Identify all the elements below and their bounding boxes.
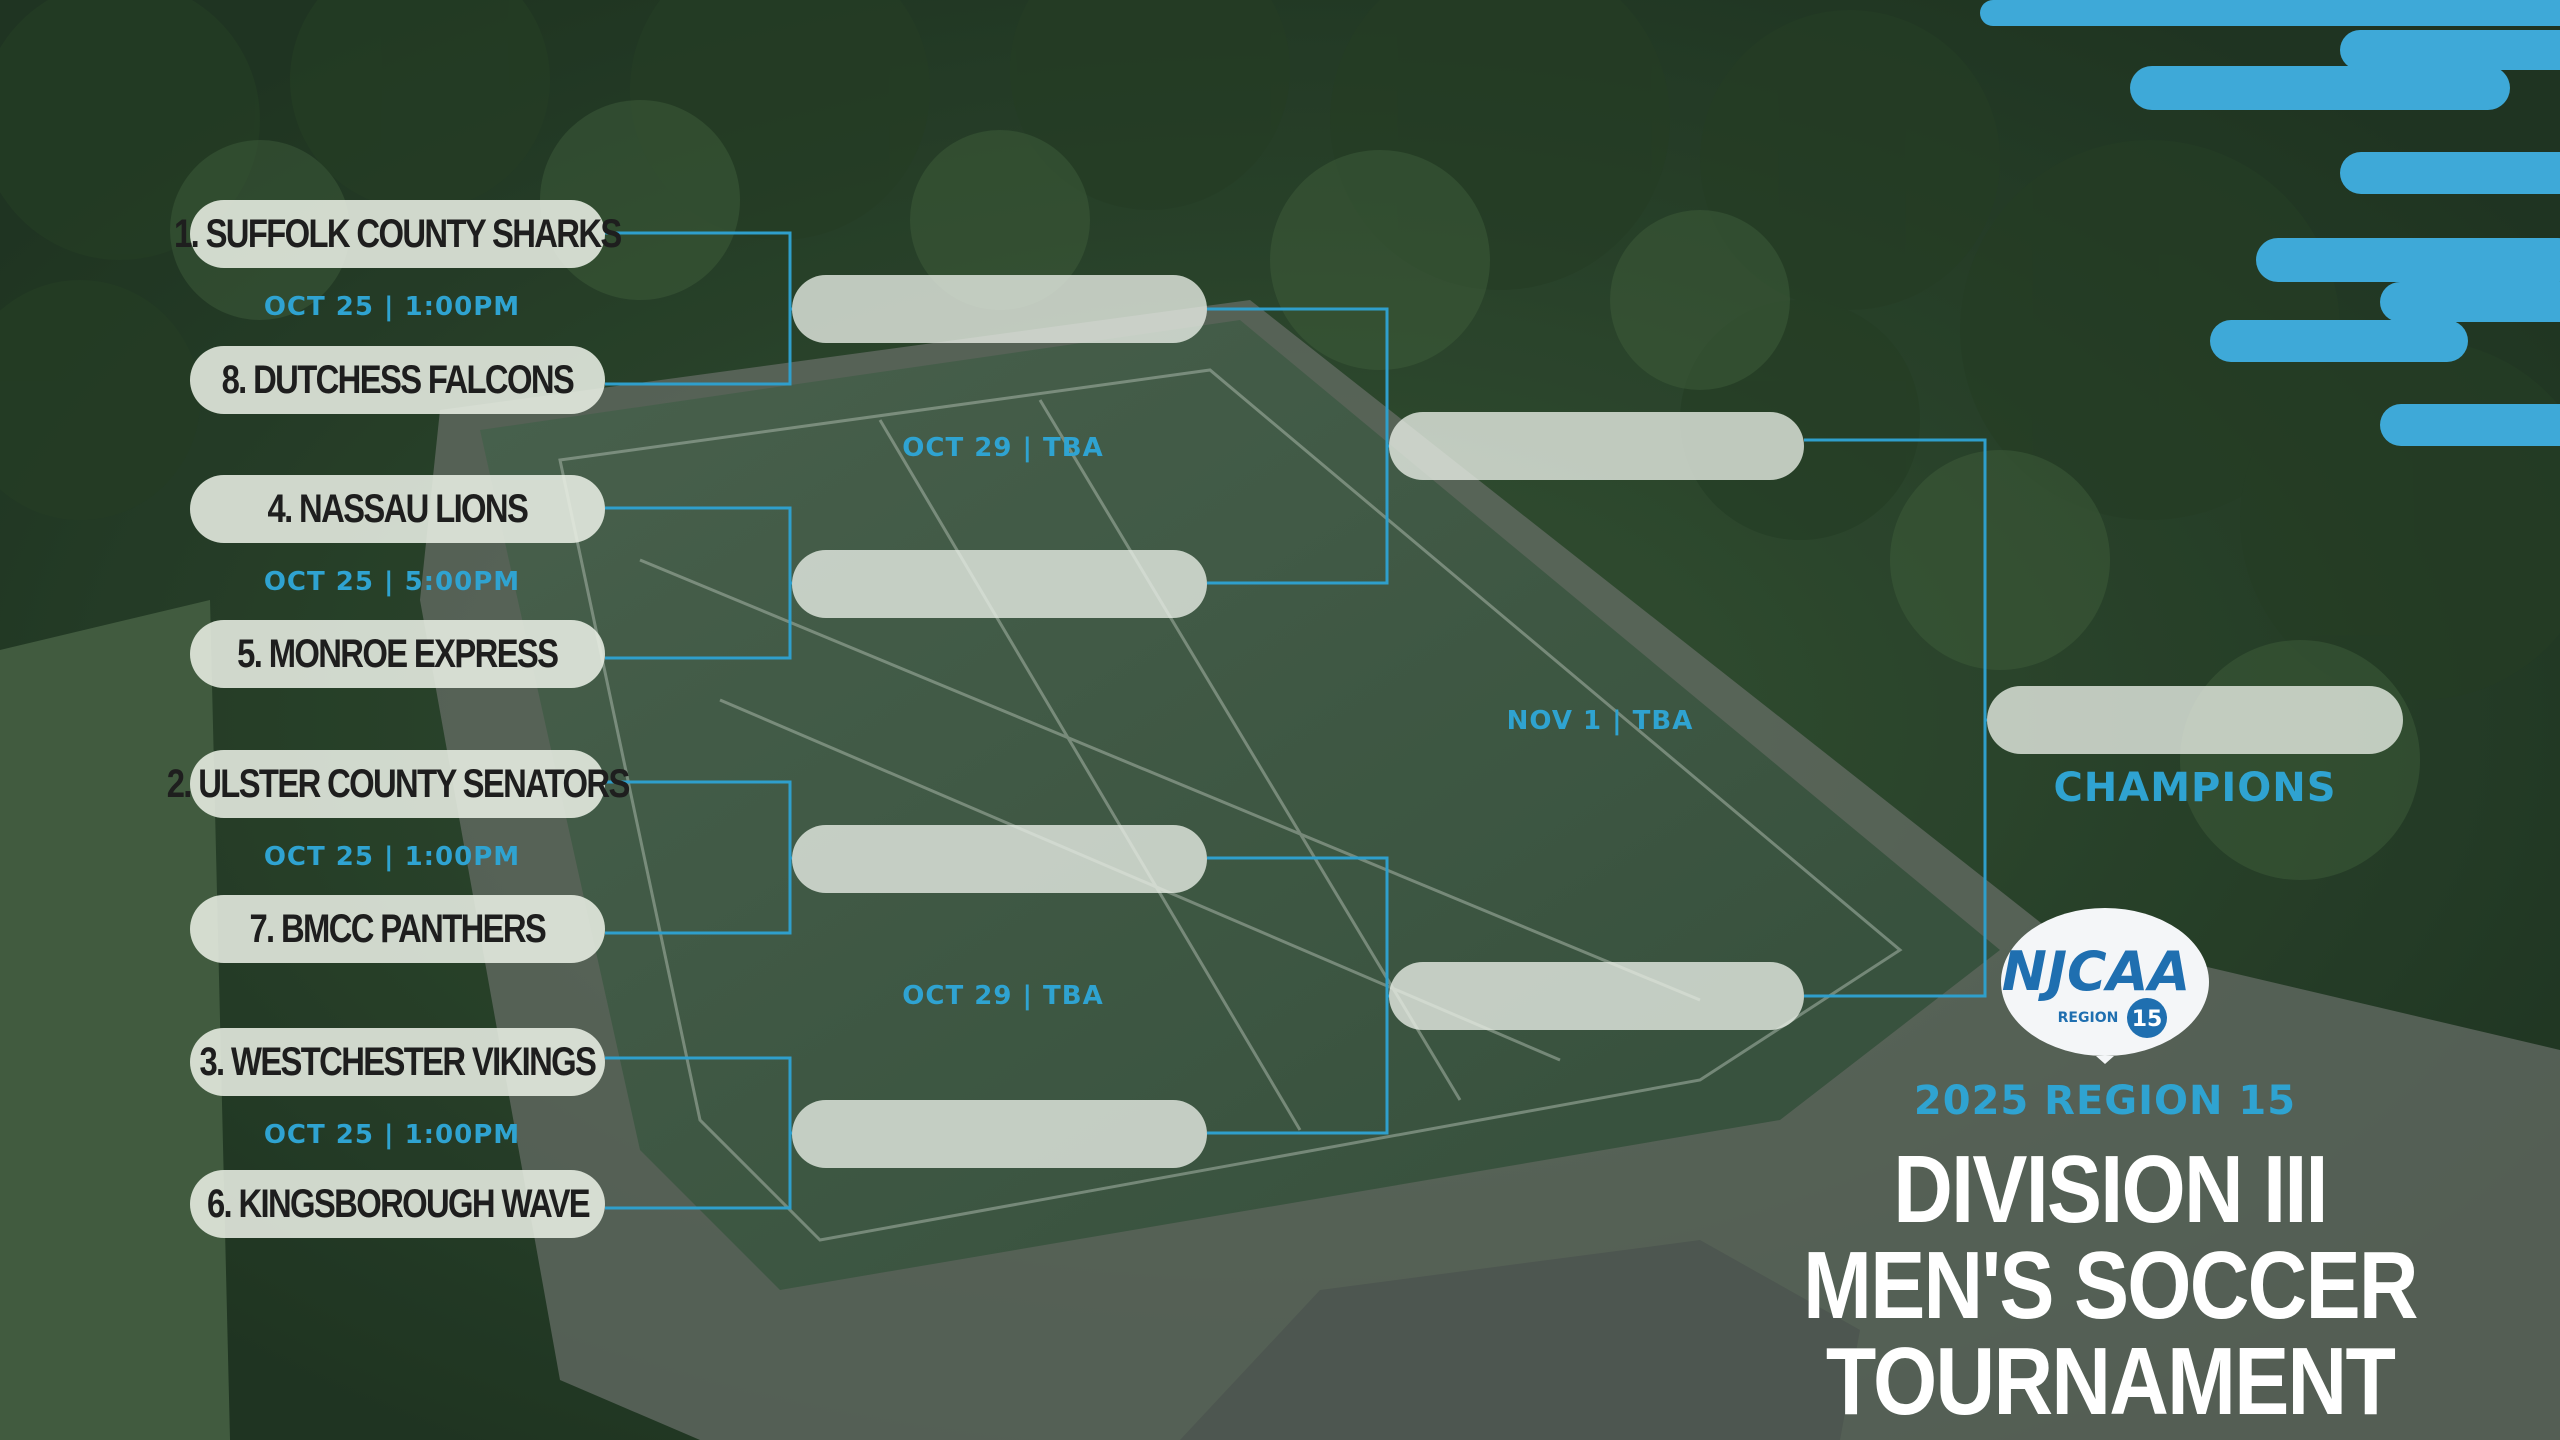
team-slot-6-kingsborough: 6. KINGSBOROUGH WAVE — [190, 1170, 605, 1238]
semifinal-date-1: OCT 29 | TBA — [902, 433, 1104, 463]
team-slot-8-dutchess: 8. DUTCHESS FALCONS — [190, 346, 605, 414]
team-name: 4. NASSAU LIONS — [267, 486, 529, 531]
decorative-brush-strokes — [1980, 0, 2560, 446]
final-slot-2 — [1389, 962, 1804, 1030]
team-name: 5. MONROE EXPRESS — [237, 631, 559, 676]
title-line-1: DIVISION III — [1893, 1136, 2328, 1243]
logo-region-number: 15 — [2132, 1007, 2163, 1032]
semifinal-date-2: OCT 29 | TBA — [902, 981, 1104, 1011]
match-date-2: OCT 25 | 5:00PM — [263, 567, 521, 597]
team-slot-3-westchester: 3. WESTCHESTER VIKINGS — [190, 1028, 605, 1096]
match-date-4: OCT 25 | 1:00PM — [263, 1120, 521, 1150]
team-slot-7-bmcc: 7. BMCC PANTHERS — [190, 895, 605, 963]
logo-text: NJCAA — [2002, 940, 2191, 1003]
team-slot-2-ulster: 2. ULSTER COUNTY SENATORS — [167, 750, 630, 818]
njcaa-region-15-logo: NJCAA REGION 15 — [2001, 908, 2209, 1064]
match-date-1: OCT 25 | 1:00PM — [263, 292, 521, 322]
team-name: 7. BMCC PANTHERS — [249, 906, 547, 951]
semifinal-slot-1 — [792, 275, 1207, 343]
title-line-3: TOURNAMENT — [1825, 1328, 2396, 1435]
team-name: 2. ULSTER COUNTY SENATORS — [166, 761, 631, 806]
champions-label: CHAMPIONS — [2053, 765, 2337, 811]
semifinal-slot-4 — [792, 1100, 1207, 1168]
champion-slot — [1987, 686, 2403, 754]
year-region-label: 2025 REGION 15 — [1913, 1078, 2297, 1124]
team-name: 1. SUFFOLK COUNTY SHARKS — [174, 211, 622, 256]
match-date-3: OCT 25 | 1:00PM — [263, 842, 521, 872]
team-slot-1-suffolk: 1. SUFFOLK COUNTY SHARKS — [174, 200, 622, 268]
team-slot-4-nassau: 4. NASSAU LIONS — [190, 475, 605, 543]
final-slot-1 — [1389, 412, 1804, 480]
semifinal-slot-3 — [792, 825, 1207, 893]
semifinal-slot-2 — [792, 550, 1207, 618]
title-line-2: MEN'S SOCCER — [1803, 1232, 2418, 1339]
team-name: 6. KINGSBOROUGH WAVE — [206, 1181, 590, 1226]
team-name: 3. WESTCHESTER VIKINGS — [199, 1039, 597, 1084]
final-date: NOV 1 | TBA — [1506, 706, 1694, 736]
team-slot-5-monroe: 5. MONROE EXPRESS — [190, 620, 605, 688]
team-name: 8. DUTCHESS FALCONS — [221, 357, 575, 402]
logo-region-word: REGION — [2058, 1010, 2119, 1026]
